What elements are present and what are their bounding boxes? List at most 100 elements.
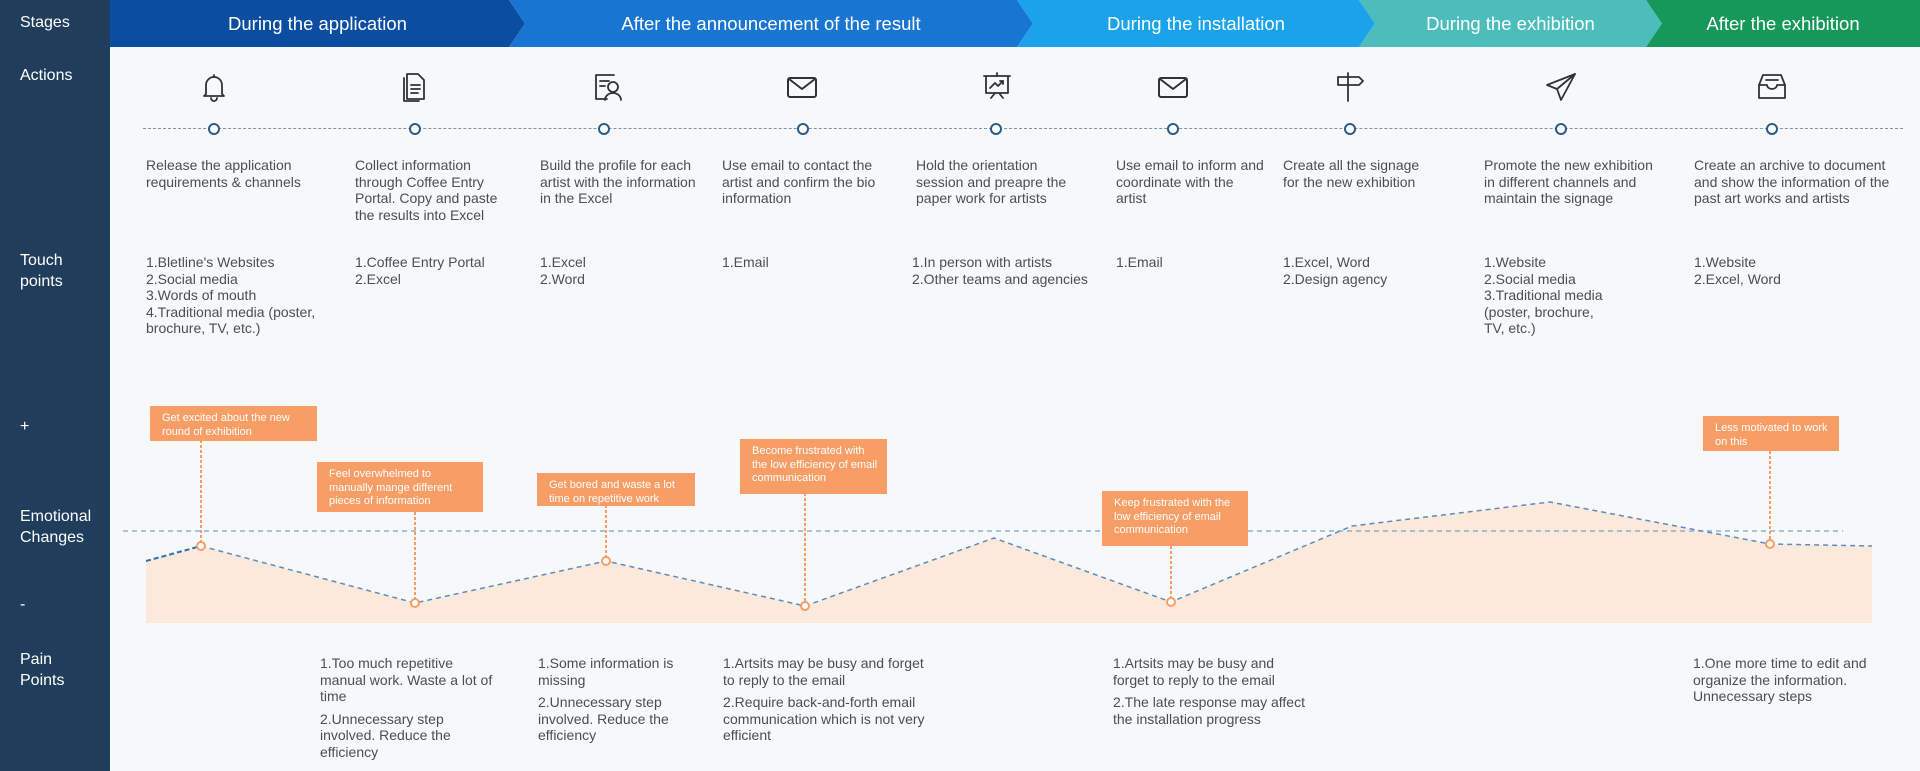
timeline-dot bbox=[208, 123, 220, 135]
touch-point: 4.Traditional media (poster, brochure, T… bbox=[146, 303, 316, 337]
action-text: Create an archive to document and show t… bbox=[1694, 157, 1890, 206]
pain-points-list: 1.Too much repetitive manual work. Waste… bbox=[320, 655, 495, 766]
touch-point: 1.Email bbox=[1116, 254, 1163, 270]
presentation-icon bbox=[980, 70, 1014, 104]
action-text: Release the application requirements & c… bbox=[146, 157, 301, 190]
touch-point: 3.Words of mouth bbox=[146, 287, 257, 303]
emotion-callout: Keep frustrated with the low efficiency … bbox=[1102, 491, 1248, 546]
pain-points-list: 1.One more time to edit and organize the… bbox=[1693, 655, 1878, 711]
stage-during-application: During the application bbox=[110, 0, 525, 47]
emotion-point bbox=[800, 601, 810, 611]
emotion-point bbox=[1166, 597, 1176, 607]
touch-point: 2.Social media bbox=[146, 270, 238, 287]
pain-point: 1.Some information is missing bbox=[538, 655, 674, 688]
timeline-dot bbox=[990, 123, 1002, 135]
touch-point: 3.Traditional media (poster, brochure, T… bbox=[1484, 287, 1603, 336]
stage-after-announcement: After the announcement of the result bbox=[509, 0, 1033, 47]
touch-point: 2.Social media bbox=[1484, 270, 1576, 287]
row-label-actions: Actions bbox=[20, 67, 73, 84]
emotion-point bbox=[601, 556, 611, 566]
touch-points-list: 1.Website 2.Social media 3.Traditional m… bbox=[1484, 254, 1614, 337]
pain-points-list: 1.Artsits may be busy and forget to repl… bbox=[723, 655, 938, 750]
action-text: Build the profile for each artist with t… bbox=[540, 157, 696, 206]
emotion-callout: Feel overwhelmed to manually mange diffe… bbox=[317, 462, 483, 512]
action-text: Collect information through Coffee Entry… bbox=[355, 157, 498, 223]
pain-point: 2.Require back-and-forth email communica… bbox=[723, 694, 925, 743]
pain-point: 2.Unnecessary step involved. Reduce the … bbox=[320, 710, 451, 760]
timeline-dot bbox=[409, 123, 421, 135]
signpost-icon bbox=[1333, 70, 1367, 104]
profile-card-icon bbox=[590, 70, 624, 104]
action-text: Use email to contact the artist and conf… bbox=[722, 157, 876, 206]
touch-points-list: 1.Excel, Word 2.Design agency bbox=[1283, 254, 1443, 287]
timeline-dot bbox=[1344, 123, 1356, 135]
pain-point: 2.Unnecessary step involved. Reduce the … bbox=[538, 694, 669, 743]
touch-point: 1.In person with artists bbox=[912, 254, 1053, 270]
emotion-line bbox=[200, 501, 1873, 607]
touch-points-list: 1.Email bbox=[1116, 254, 1266, 271]
action-text: Promote the new exhibition in different … bbox=[1484, 157, 1653, 206]
emotion-callout: Get excited about the new round of exhib… bbox=[150, 406, 317, 441]
touch-points-list: 1.In person with artists 2.Other teams a… bbox=[912, 254, 1102, 287]
emotion-area bbox=[146, 502, 1872, 623]
row-label-touch-points: Touch points bbox=[20, 252, 63, 290]
pain-point: 1.Artsits may be busy and forget to repl… bbox=[723, 655, 924, 688]
emotion-callout: Become frustrated with the low efficienc… bbox=[740, 439, 887, 494]
action-text: Hold the orientation session and preapre… bbox=[916, 157, 1067, 206]
emotion-callout: Get bored and waste a lot time on repeti… bbox=[537, 473, 695, 506]
touch-points-list: 1.Email bbox=[722, 254, 872, 271]
emotion-callout: Less motivated to work on this bbox=[1703, 416, 1839, 451]
touch-point: 1.Coffee Entry Portal bbox=[355, 254, 485, 270]
row-label-minus: - bbox=[20, 596, 26, 613]
touch-point: 2.Excel, Word bbox=[1694, 270, 1781, 287]
action-text: Create all the signage for the new exhib… bbox=[1283, 157, 1420, 190]
timeline-dot bbox=[598, 123, 610, 135]
pain-point: 1.Too much repetitive manual work. Waste… bbox=[320, 655, 493, 704]
archive-box-icon bbox=[1755, 70, 1789, 104]
emotion-point bbox=[1765, 539, 1775, 549]
touch-point: 2.Word bbox=[540, 270, 585, 287]
stage-during-exhibition: During the exhibition bbox=[1359, 0, 1662, 47]
timeline-dot bbox=[1167, 123, 1179, 135]
row-label-plus: + bbox=[20, 418, 30, 435]
touch-points-list: 1.Website 2.Excel, Word bbox=[1694, 254, 1844, 287]
action-timeline bbox=[143, 128, 1903, 129]
emotion-point bbox=[196, 541, 206, 551]
email-icon bbox=[785, 70, 819, 104]
journey-map-canvas bbox=[110, 47, 1920, 771]
stage-during-installation: During the installation bbox=[1017, 0, 1375, 47]
row-label-stages: Stages bbox=[20, 14, 70, 31]
timeline-dot bbox=[1555, 123, 1567, 135]
timeline-dot bbox=[1766, 123, 1778, 135]
touch-point: 2.Excel bbox=[355, 270, 401, 287]
emotion-point bbox=[410, 598, 420, 608]
touch-point: 2.Design agency bbox=[1283, 270, 1388, 287]
email-icon bbox=[1156, 70, 1190, 104]
pain-point: 2.The late response may affect the insta… bbox=[1113, 694, 1305, 727]
touch-points-list: 1.Coffee Entry Portal 2.Excel bbox=[355, 254, 515, 287]
touch-point: 1.Website bbox=[1484, 254, 1546, 270]
emotion-line-start bbox=[145, 545, 202, 562]
touch-point: 1.Bletline's Websites bbox=[146, 254, 275, 270]
touch-point: 1.Website bbox=[1694, 254, 1756, 270]
timeline-dot bbox=[797, 123, 809, 135]
row-label-sidebar: Stages Actions Touch points + Emotional … bbox=[0, 0, 110, 771]
bell-icon bbox=[197, 70, 231, 104]
touch-point: 1.Email bbox=[722, 254, 769, 270]
touch-points-list: 1.Excel 2.Word bbox=[540, 254, 690, 287]
action-text: Use email to inform and coordinate with … bbox=[1116, 157, 1264, 206]
touch-point: 1.Excel, Word bbox=[1283, 254, 1370, 270]
pain-point: 1.One more time to edit and organize the… bbox=[1693, 655, 1867, 704]
row-label-emotional-changes: Emotional Changes bbox=[20, 508, 92, 546]
stage-after-exhibition: After the exhibition bbox=[1646, 0, 1920, 47]
touch-points-list: 1.Bletline's Websites 2.Social media 3.W… bbox=[146, 254, 336, 337]
pain-points-list: 1.Some information is missing 2.Unnecess… bbox=[538, 655, 683, 750]
pain-points-list: 1.Artsits may be busy and forget to repl… bbox=[1113, 655, 1313, 733]
row-label-pain-points: Pain Points bbox=[20, 651, 65, 689]
paper-plane-icon bbox=[1544, 70, 1578, 104]
pain-point: 1.Artsits may be busy and forget to repl… bbox=[1113, 655, 1275, 688]
touch-point: 1.Excel bbox=[540, 254, 586, 270]
document-icon bbox=[396, 70, 430, 104]
touch-point: 2.Other teams and agencies bbox=[912, 270, 1088, 287]
